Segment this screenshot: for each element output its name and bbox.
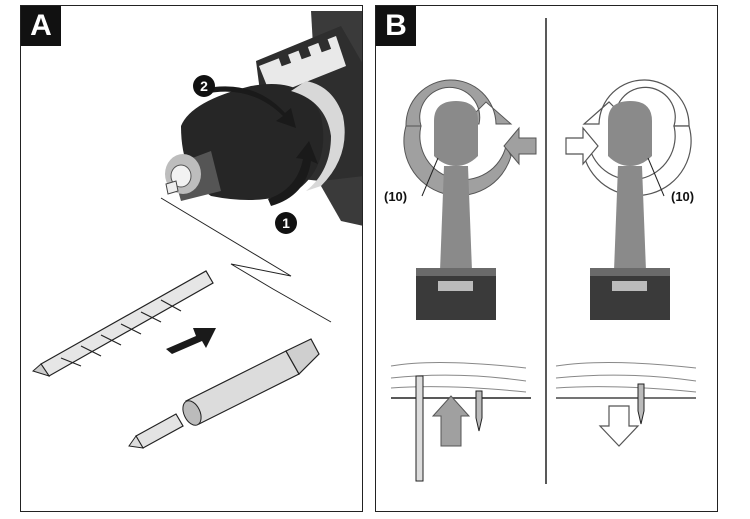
screw-icon xyxy=(637,383,645,425)
callout-left: (10) xyxy=(384,189,407,204)
step-1-marker xyxy=(275,212,297,234)
panel-b-label: B xyxy=(376,6,416,46)
drill-bit-icon xyxy=(415,375,424,482)
step-2-text: 2 xyxy=(200,78,208,94)
panel-a-illustration: 2 1 xyxy=(31,11,362,449)
up-arrow-icon xyxy=(431,395,471,447)
bit-holder-icon xyxy=(182,338,320,426)
callout-right: (10) xyxy=(671,189,694,204)
wood-left xyxy=(390,361,531,399)
drill-chuck-illustration xyxy=(165,11,362,234)
screw-icon xyxy=(475,390,483,432)
callout-leader-right xyxy=(647,157,665,197)
rotate-arrow-icon xyxy=(268,141,318,206)
wood-right xyxy=(555,361,697,399)
panel-a-label: A xyxy=(21,6,61,46)
direction-switch-icon xyxy=(565,126,599,166)
drill-bit-icon xyxy=(31,270,214,377)
panel-b: B (10) xyxy=(375,5,718,512)
down-arrow-icon xyxy=(598,405,640,447)
forward-rotation-icon xyxy=(403,79,513,197)
direction-switch-icon xyxy=(503,126,537,166)
drill-right-illustration xyxy=(590,101,670,320)
leader-lines xyxy=(160,197,332,323)
step-2-marker xyxy=(193,75,215,97)
push-arrow-icon xyxy=(166,328,216,354)
callout-leader-left xyxy=(421,157,439,197)
step-1-text: 1 xyxy=(282,215,290,231)
drill-left-illustration xyxy=(416,101,496,320)
panel-a: A 2 1 xyxy=(20,5,363,512)
panel-b-illustration: (10) (10) xyxy=(384,18,697,484)
screwdriver-bit-icon xyxy=(128,413,184,449)
